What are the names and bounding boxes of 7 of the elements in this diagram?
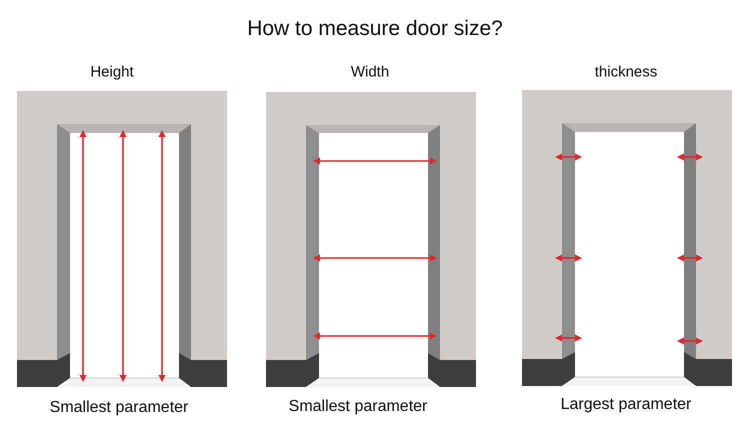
- panel-heading: Width: [350, 63, 390, 81]
- panel-caption: Smallest parameter: [50, 398, 188, 418]
- panel-heading: Height: [90, 63, 134, 81]
- panel-caption: Smallest parameter: [288, 398, 428, 416]
- diagram-title: How to measure door size?: [247, 16, 503, 42]
- panel-caption: Largest parameter: [560, 396, 692, 414]
- panel-heading: thickness: [594, 63, 658, 81]
